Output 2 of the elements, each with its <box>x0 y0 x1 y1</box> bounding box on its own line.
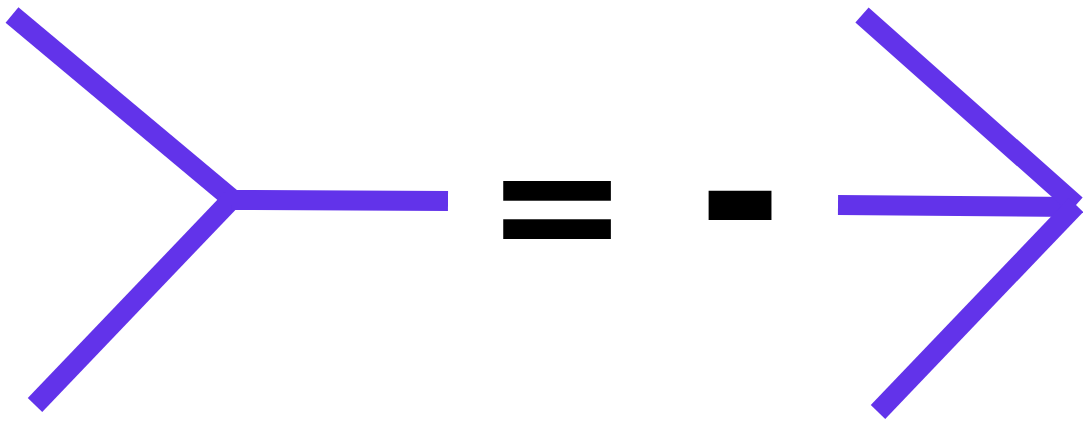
equals-sign: = <box>484 119 630 291</box>
minus-sign: - <box>697 91 783 297</box>
